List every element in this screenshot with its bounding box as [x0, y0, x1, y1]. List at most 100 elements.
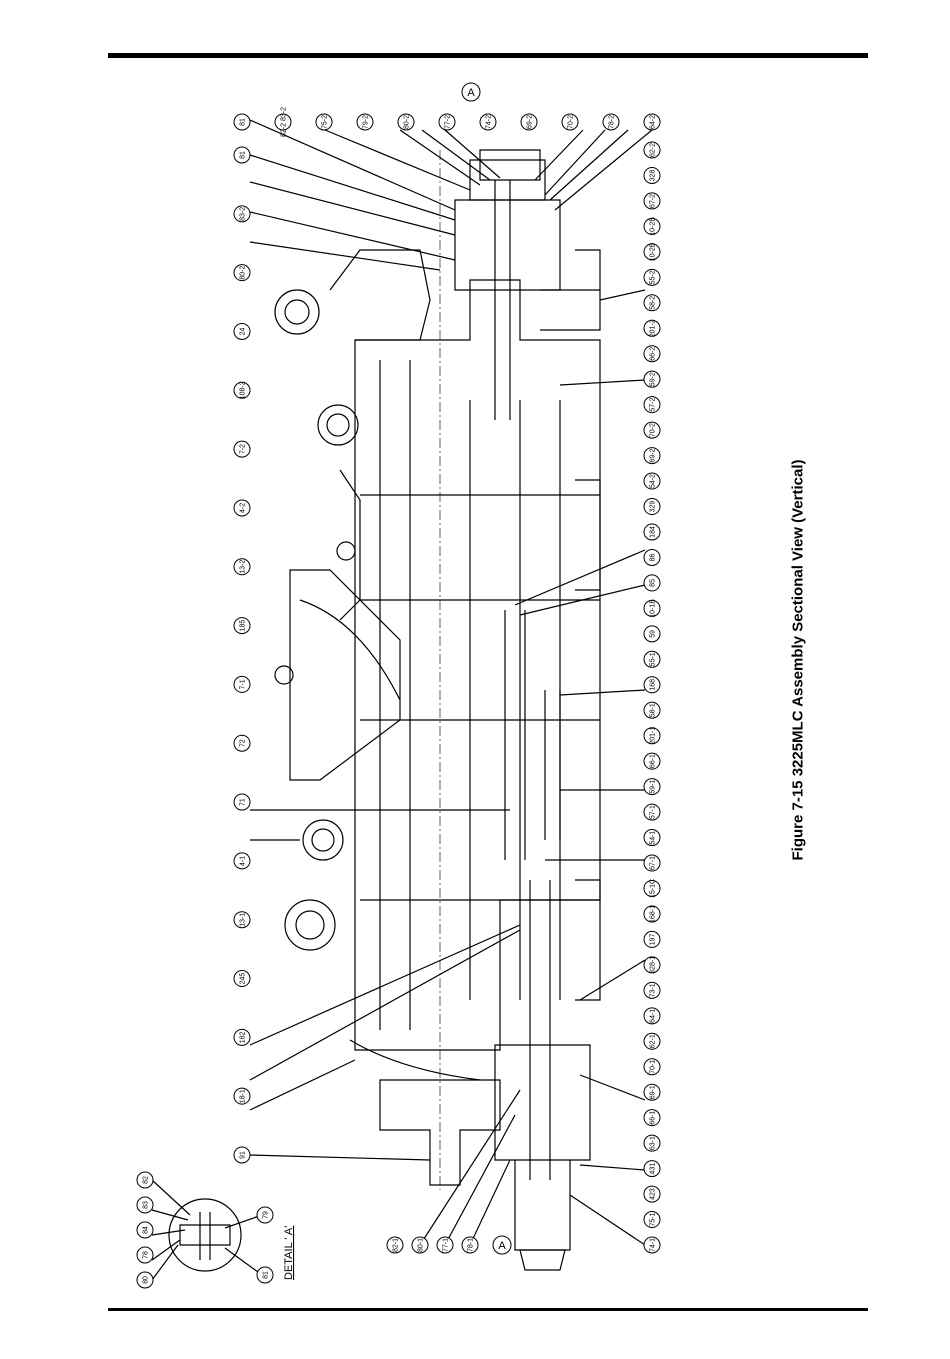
callout-left-9: 7-1 — [233, 675, 251, 693]
callout-right-5: 55-2 — [643, 268, 661, 286]
callout-detail-5: 79 — [256, 1206, 274, 1224]
svg-text:168-1: 168-1 — [650, 905, 657, 923]
callout-right-37: 69-1 — [643, 1083, 661, 1101]
callout-top-10: 64-2 — [643, 113, 661, 131]
svg-text:85: 85 — [650, 579, 657, 587]
svg-text:18-1: 18-1 — [240, 1089, 247, 1103]
callout-left-7: 13-2 — [233, 558, 251, 576]
svg-text:13-2: 13-2 — [240, 560, 247, 574]
svg-text:7-1: 7-1 — [240, 679, 247, 689]
svg-text:72: 72 — [240, 739, 247, 747]
callout-top-0: 81 — [233, 113, 251, 131]
svg-text:245: 245 — [240, 973, 247, 985]
svg-text:4-1: 4-1 — [240, 856, 247, 866]
svg-text:81: 81 — [240, 151, 247, 159]
svg-text:75-2: 75-2 — [322, 115, 329, 129]
callout-right-7: 201-2 — [643, 319, 661, 337]
svg-text:24: 24 — [240, 327, 247, 335]
callout-left-5: 7-2 — [233, 440, 251, 458]
svg-text:55-2: 55-2 — [650, 270, 657, 284]
callout-left-13: 13-1 — [233, 911, 251, 929]
svg-text:69-2: 69-2 — [650, 448, 657, 462]
svg-text:15-1C: 15-1C — [650, 879, 657, 898]
section-marker-bottom: A — [492, 1235, 512, 1255]
svg-text:67-2: 67-2 — [650, 194, 657, 208]
callout-left-16: 18-1 — [233, 1087, 251, 1105]
callout-left-1: 83-2 — [233, 205, 251, 223]
svg-text:80: 80 — [143, 1276, 150, 1284]
svg-text:83-2: 83-2 — [240, 207, 247, 221]
callout-right-16: 86 — [643, 548, 661, 566]
callout-left-8: 185 — [233, 617, 251, 635]
callout-right-10: 57-2 — [643, 396, 661, 414]
svg-text:59: 59 — [650, 630, 657, 638]
callout-right-29: 15-1C — [643, 879, 661, 898]
svg-text:58-1: 58-1 — [650, 703, 657, 717]
callout-top-2: 75-2 — [315, 113, 333, 131]
svg-text:168: 168 — [650, 679, 657, 691]
svg-text:66-2: 66-2 — [650, 347, 657, 361]
svg-text:185: 185 — [240, 620, 247, 632]
callout-right-15: 184 — [643, 523, 661, 541]
figure-caption-text: Figure 7-15 3225MLC Assembly Sectional V… — [789, 459, 807, 861]
header-rule — [108, 53, 868, 58]
callout-right-9: 59-2 — [643, 370, 661, 388]
callout-right-40: 431 — [643, 1160, 661, 1178]
svg-text:201-2: 201-2 — [650, 319, 657, 337]
svg-text:63-1: 63-1 — [650, 1136, 657, 1150]
callout-right-6: 58-2 — [643, 294, 661, 312]
detail-label: DETAIL ' A' — [283, 1226, 295, 1280]
svg-text:64-2: 64-2 — [650, 115, 657, 129]
svg-text:10-1B: 10-1B — [650, 599, 657, 618]
svg-text:62-2: 62-2 — [650, 143, 657, 157]
callout-top-5: 77-2 — [438, 113, 456, 131]
callout-right-36: 70-1 — [643, 1058, 661, 1076]
svg-text:55-1: 55-1 — [650, 652, 657, 666]
section-markers: A A — [461, 82, 512, 1255]
callout-bottom-1: 80-1 — [411, 1236, 429, 1254]
svg-text:182: 182 — [240, 1031, 247, 1043]
svg-text:58-2: 58-2 — [650, 296, 657, 310]
callout-left-10: 72 — [233, 734, 251, 752]
callout-right-31: 197 — [643, 930, 661, 948]
callout-right-32: 328-1 — [643, 956, 661, 974]
callout-right-33: 73-1 — [643, 981, 661, 999]
svg-text:80-2: 80-2 — [240, 266, 247, 280]
callout-right-23: 201-1 — [643, 727, 661, 745]
svg-text:328-1: 328-1 — [650, 956, 657, 974]
svg-text:80-2: 80-2 — [404, 115, 411, 129]
callout-right-28: 67-1 — [643, 854, 661, 872]
svg-text:80-1: 80-1 — [418, 1238, 425, 1252]
svg-text:7-2: 7-2 — [240, 444, 247, 454]
svg-text:73-1: 73-1 — [650, 983, 657, 997]
callout-left-12: 4-1 — [233, 852, 251, 870]
callout-right-27: 54-1 — [643, 829, 661, 847]
svg-text:57-1: 57-1 — [650, 805, 657, 819]
footer-rule — [108, 1308, 868, 1311]
svg-text:86: 86 — [650, 553, 657, 561]
callout-bottom-0: 82-1 — [386, 1236, 404, 1254]
svg-text:62-1: 62-1 — [650, 1034, 657, 1048]
callout-top-1: 82-2 83-2 — [274, 107, 292, 137]
svg-text:329: 329 — [650, 501, 657, 513]
callout-bottom-3: 78-1 — [461, 1236, 479, 1254]
svg-text:78: 78 — [143, 1251, 150, 1259]
svg-text:108-2: 108-2 — [240, 381, 247, 399]
callout-top-9: 78-2 — [602, 113, 620, 131]
callout-right-1: 328 — [643, 166, 661, 184]
svg-text:64-1: 64-1 — [650, 1009, 657, 1023]
callout-detail-4: 80 — [136, 1271, 154, 1289]
callout-right-34: 64-1 — [643, 1007, 661, 1025]
svg-text:70-2: 70-2 — [650, 423, 657, 437]
callout-right-2: 67-2 — [643, 192, 661, 210]
svg-text:91: 91 — [240, 1151, 247, 1159]
callout-right-20: 55-1 — [643, 650, 661, 668]
svg-text:84: 84 — [143, 1226, 150, 1234]
svg-text:74-2: 74-2 — [486, 115, 493, 129]
callout-right-43: 74-1 — [643, 1236, 661, 1254]
svg-text:A: A — [498, 1240, 506, 1252]
svg-text:71: 71 — [240, 798, 247, 806]
svg-text:A: A — [467, 87, 475, 99]
callout-right-35: 62-1 — [643, 1032, 661, 1050]
